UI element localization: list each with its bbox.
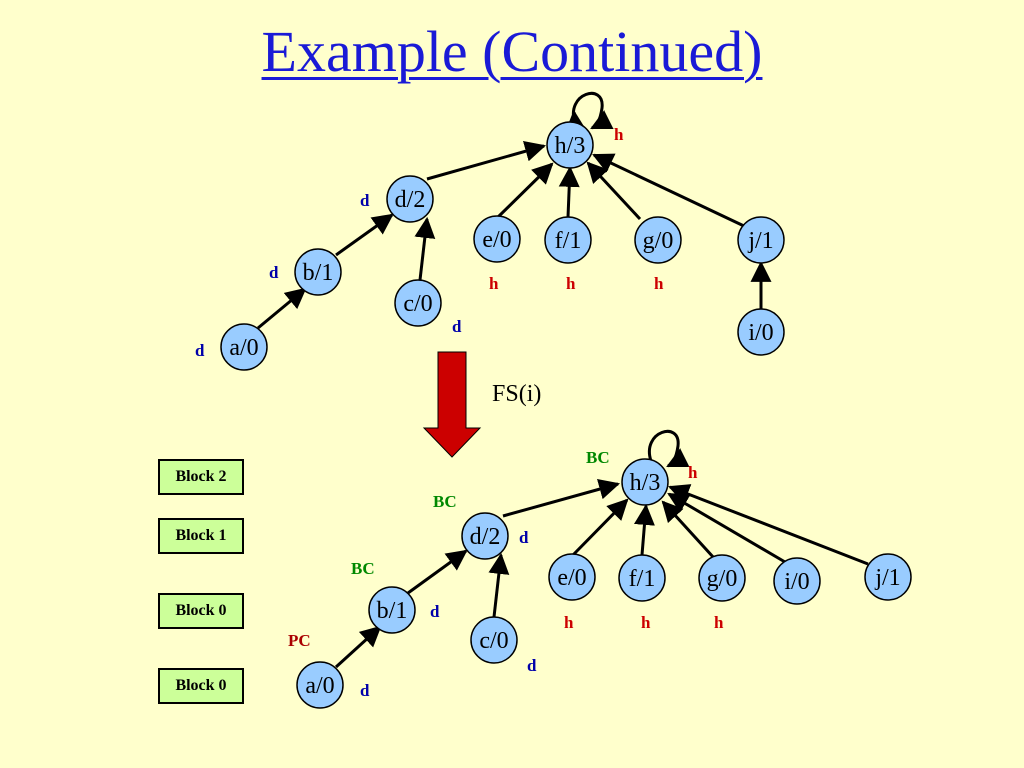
edge-j1-h3 — [592, 153, 745, 228]
node-e0-b: e/0 — [548, 553, 596, 601]
label-h-f1-b: h — [641, 613, 651, 632]
edge-e0-h3 — [494, 162, 554, 221]
edge-b1-d2 — [335, 213, 394, 257]
node-a0-b: a/0 — [296, 661, 344, 709]
svg-text:a/0: a/0 — [229, 335, 258, 361]
top-tree-nodes: h/3 d/2 e/0 f/1 g/0 j/1 b/1 c/0 a/0 i/0 — [220, 121, 785, 371]
svg-text:i/0: i/0 — [784, 569, 809, 595]
label-h-h3: h — [614, 125, 624, 144]
svg-text:f/1: f/1 — [629, 566, 656, 592]
svg-text:e/0: e/0 — [557, 565, 586, 591]
svg-text:a/0: a/0 — [305, 673, 334, 699]
edge-g0-h3 — [586, 161, 642, 221]
node-c0-b: c/0 — [470, 616, 518, 664]
node-i0: i/0 — [737, 308, 785, 356]
edge-f1-h3 — [558, 165, 580, 218]
self-loop-h3 — [571, 91, 614, 130]
transition-label: FS(i) — [492, 381, 541, 407]
label-d-b1-b: d — [430, 602, 440, 621]
top-tree-labels: h d d d d h h h — [195, 125, 664, 360]
block-box-1: Block 2 — [158, 459, 244, 495]
svg-text:f/1: f/1 — [555, 228, 582, 254]
node-e0: e/0 — [473, 215, 521, 263]
edge-g0-h3-b — [661, 500, 716, 560]
svg-text:d/2: d/2 — [395, 187, 426, 213]
svg-text:d/2: d/2 — [470, 524, 501, 550]
edge-d2-h3 — [426, 141, 547, 181]
svg-text:e/0: e/0 — [482, 227, 511, 253]
label-bc-h3: BC — [586, 448, 610, 467]
edge-i0-h3-b — [667, 492, 786, 564]
node-d2: d/2 — [386, 175, 434, 223]
node-h3: h/3 — [546, 121, 594, 169]
label-h-e0-b: h — [564, 613, 574, 632]
svg-text:h/3: h/3 — [630, 470, 661, 496]
label-h-g0: h — [654, 274, 664, 293]
edge-e0-h3-b — [570, 498, 629, 558]
edge-c0-d2 — [414, 216, 436, 281]
block-box-4: Block 0 — [158, 668, 244, 704]
label-d-a0-b: d — [360, 681, 370, 700]
edge-a0-b1 — [257, 287, 307, 330]
svg-text:j/1: j/1 — [874, 565, 900, 591]
top-tree-edges — [257, 91, 772, 330]
svg-text:c/0: c/0 — [403, 291, 432, 317]
self-loop-h3-start — [565, 109, 587, 132]
node-g0: g/0 — [634, 216, 682, 264]
label-h-g0-b: h — [714, 613, 724, 632]
self-loop-h3-b — [647, 429, 690, 468]
slide-title: Example (Continued) — [0, 18, 1024, 85]
svg-text:c/0: c/0 — [479, 628, 508, 654]
node-i0-b: i/0 — [773, 557, 821, 605]
edge-j1-h3-b — [668, 484, 869, 566]
bottom-tree-edges — [334, 429, 869, 669]
label-d-a0: d — [195, 341, 205, 360]
label-pc-a0: PC — [288, 631, 311, 650]
node-j1-b: j/1 — [864, 553, 912, 601]
node-g0-b: g/0 — [698, 554, 746, 602]
node-b1-b: b/1 — [368, 586, 416, 634]
node-f1-b: f/1 — [618, 554, 666, 602]
svg-text:g/0: g/0 — [643, 228, 674, 254]
svg-text:b/1: b/1 — [377, 598, 408, 624]
label-d-b1: d — [269, 263, 279, 282]
block-box-2: Block 1 — [158, 518, 244, 554]
svg-text:h/3: h/3 — [555, 133, 586, 159]
node-b1: b/1 — [294, 248, 342, 296]
label-d-c0-b: d — [527, 656, 537, 675]
node-c0: c/0 — [394, 279, 442, 327]
svg-text:i/0: i/0 — [748, 320, 773, 346]
bottom-tree-labels: BC h BC d BC d PC d d h h h — [288, 448, 724, 700]
block-box-3: Block 0 — [158, 593, 244, 629]
node-h3-b: h/3 — [621, 458, 669, 506]
label-h-f1: h — [566, 274, 576, 293]
svg-text:g/0: g/0 — [707, 566, 738, 592]
label-h-h3-b: h — [688, 463, 698, 482]
label-bc-b1: BC — [351, 559, 375, 578]
slide-title-text: Example (Continued) — [261, 19, 763, 84]
edge-c0-d2-b — [488, 552, 510, 618]
label-bc-d2: BC — [433, 492, 457, 511]
svg-text:b/1: b/1 — [303, 260, 334, 286]
edge-d2-h3-b — [502, 478, 621, 518]
transition-arrow: FS(i) — [422, 351, 541, 458]
edge-f1-h3-b — [633, 503, 655, 556]
node-f1: f/1 — [544, 216, 592, 264]
edge-a0-b1-b — [334, 625, 382, 669]
node-j1: j/1 — [737, 216, 785, 264]
svg-text:j/1: j/1 — [747, 228, 773, 254]
label-d-d2: d — [360, 191, 370, 210]
label-h-e0: h — [489, 274, 499, 293]
bottom-tree-nodes: h/3 d/2 e/0 f/1 g/0 i/0 j/1 b/1 c/0 a/0 — [296, 458, 912, 709]
edge-b1-d2-b — [407, 549, 468, 595]
node-a0: a/0 — [220, 323, 268, 371]
label-d-d2-b: d — [519, 528, 529, 547]
label-d-c0: d — [452, 317, 462, 336]
node-d2-b: d/2 — [461, 512, 509, 560]
